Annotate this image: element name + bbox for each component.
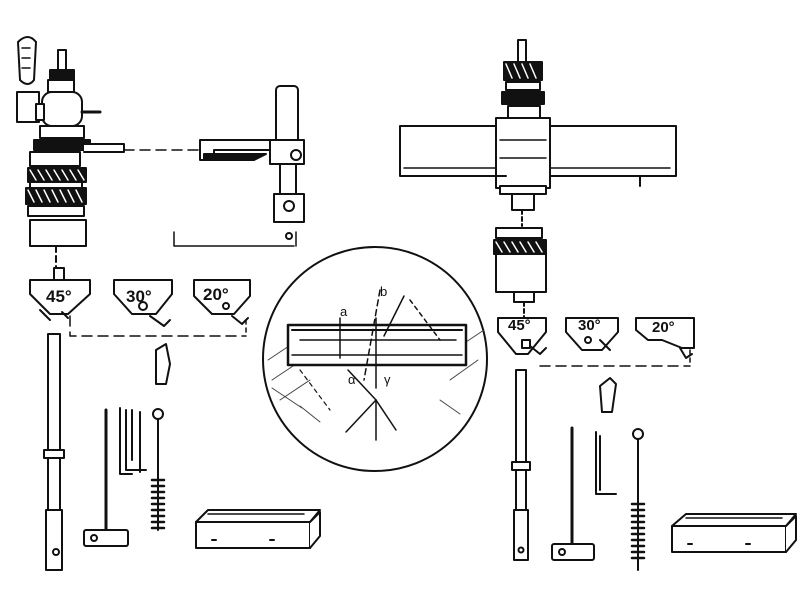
right-angle-block-45: 45° xyxy=(497,317,547,355)
blade-angle-detail: a b α γ xyxy=(262,246,488,472)
left-storage-case xyxy=(195,509,321,549)
left-angle-block-30: 30° xyxy=(113,279,173,327)
left-sharpener-head xyxy=(16,36,125,269)
left-angle-block-45: 45° xyxy=(29,267,91,321)
right-guide-rod xyxy=(511,369,531,561)
angle-label-30-right: 30° xyxy=(578,317,601,334)
right-t-handle-wrench xyxy=(551,426,595,561)
right-blade-insert xyxy=(599,377,617,413)
detail-label-alpha: α xyxy=(348,372,356,387)
right-sharpener-head xyxy=(399,39,677,319)
detail-label-gamma: γ xyxy=(384,372,391,387)
right-storage-case xyxy=(671,513,797,553)
connector-line xyxy=(69,315,247,337)
right-adjust-screw xyxy=(630,428,646,571)
left-blade-holder xyxy=(173,85,305,247)
right-angle-block-20: 20° xyxy=(635,317,695,359)
right-angle-block-30: 30° xyxy=(565,317,619,351)
angle-label-20: 20° xyxy=(203,285,229,304)
left-angle-block-20: 20° xyxy=(193,279,251,325)
left-adjust-screw xyxy=(150,408,166,531)
left-blade-insert xyxy=(155,343,171,385)
left-guide-rod xyxy=(43,333,65,571)
detail-label-b: b xyxy=(380,284,387,299)
right-hex-key xyxy=(595,431,617,495)
angle-label-30: 30° xyxy=(126,287,152,306)
angle-label-45-right: 45° xyxy=(508,317,531,334)
left-t-handle-wrench xyxy=(83,408,129,547)
left-hex-keys xyxy=(119,407,147,475)
angle-label-20-right: 20° xyxy=(652,319,675,336)
detail-label-a: a xyxy=(340,304,348,319)
angle-label-45: 45° xyxy=(46,287,72,306)
